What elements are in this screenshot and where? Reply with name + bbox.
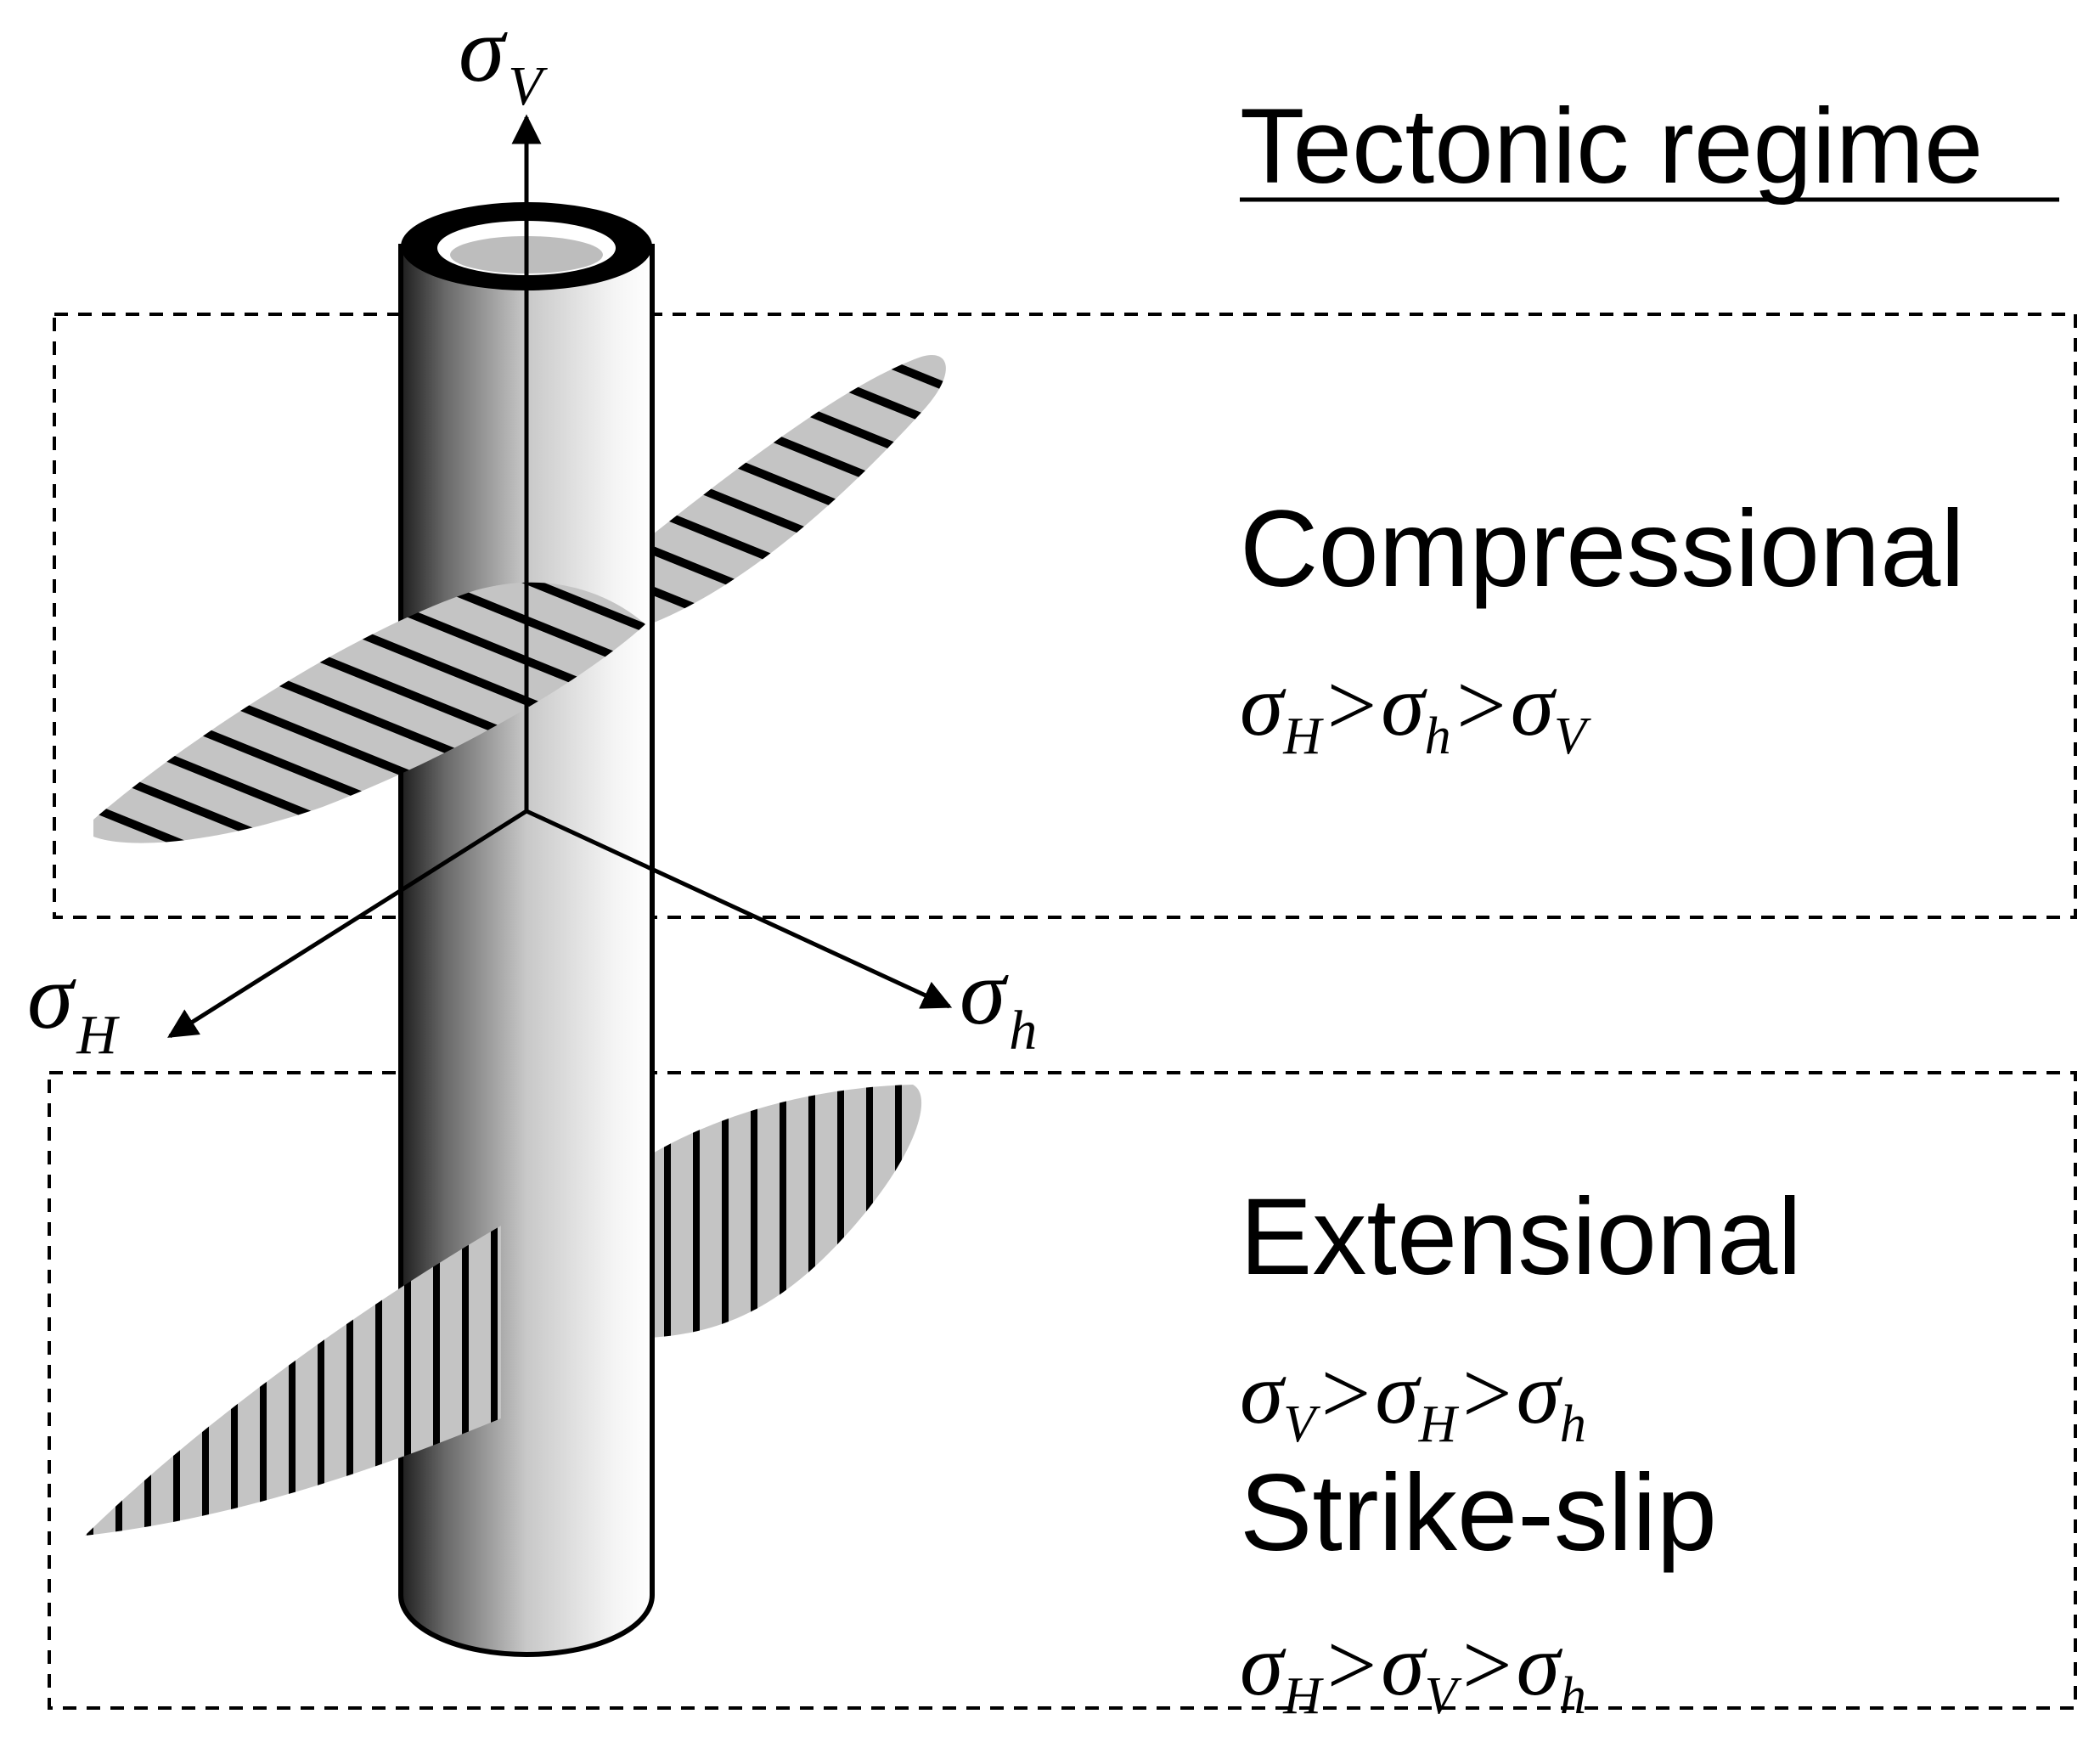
stress-order-extensional: σV>σH>σh	[1240, 1345, 1586, 1453]
stress-order-compressional: σH>σh>σV	[1240, 657, 1591, 765]
regime-name-strike-slip: Strike-slip	[1240, 1452, 1717, 1574]
stress-order-strike-slip: σH>σV>σh	[1240, 1616, 1586, 1725]
compressional-box	[53, 313, 2077, 919]
max-horizontal-stress-label: σH	[27, 944, 120, 1066]
min-horizontal-stress-label: σh	[960, 940, 1037, 1062]
max-horizontal-stress-axis	[167, 809, 528, 1039]
vertical-stress-label: σV	[459, 0, 548, 117]
min-horizontal-stress-axis	[525, 809, 953, 1009]
compressional-fracture-front	[93, 582, 645, 843]
extensional-fracture-front	[85, 1226, 501, 1536]
regime-name-compressional: Compressional	[1240, 488, 1965, 610]
compressional-fracture-back	[620, 355, 946, 624]
extensional-fracture-back	[650, 1085, 922, 1338]
regime-name-extensional: Extensional	[1240, 1176, 1802, 1298]
extensional-strike-slip-box	[48, 1071, 2077, 1710]
page-title: Tectonic regime	[1240, 87, 1983, 206]
